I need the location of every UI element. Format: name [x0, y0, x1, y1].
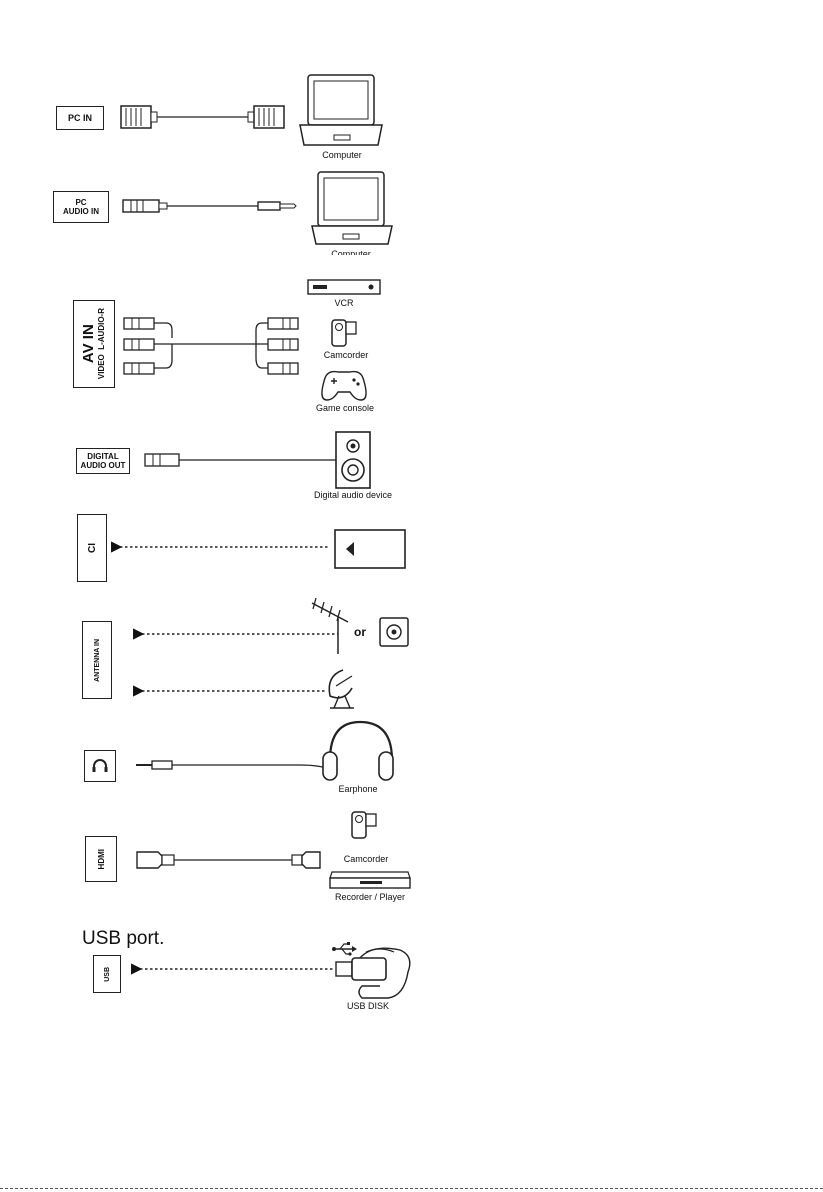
ci-card-icon	[335, 530, 405, 568]
vga-connector-icon	[248, 106, 284, 128]
camcorder-icon	[332, 320, 356, 346]
pc-audio-cable	[123, 200, 296, 212]
antenna-icon	[312, 598, 348, 654]
digital-audio-device-label: Digital audio device	[306, 490, 400, 500]
rca-plug-icon	[124, 363, 154, 374]
coax-socket-icon	[380, 618, 408, 646]
vcr-icon	[308, 280, 380, 294]
audio-jack-icon	[258, 202, 296, 210]
satellite-dish-icon	[329, 670, 354, 708]
earphone-cable	[136, 761, 330, 770]
usb-symbol-icon	[332, 942, 357, 956]
rca-plug-icon	[268, 318, 298, 329]
vcr-label: VCR	[324, 298, 364, 308]
laptop-icon	[312, 172, 392, 244]
camcorder-label-1: Camcorder	[316, 350, 376, 360]
rca-plug-icon	[124, 339, 154, 350]
rca-plug-icon	[268, 339, 298, 350]
vga-connector-icon	[121, 106, 157, 128]
usb-stick-icon	[336, 948, 410, 998]
vga-cable	[121, 106, 284, 128]
headphones-icon	[323, 722, 393, 780]
page-bottom-edge	[0, 1188, 823, 1189]
game-console-label: Game console	[308, 403, 382, 413]
hdmi-plug-icon	[137, 852, 174, 868]
camcorder-label-2: Camcorder	[340, 854, 392, 864]
rca-plug-icon	[145, 454, 179, 466]
digital-audio-cable	[145, 454, 340, 466]
hdmi-plug-icon	[292, 852, 320, 868]
rca-plug-icon	[268, 363, 298, 374]
computer-label-1: Computer	[310, 150, 374, 160]
recorder-player-label: Recorder / Player	[324, 892, 416, 902]
earphone-label: Earphone	[330, 784, 386, 794]
usb-disk-label: USB DISK	[340, 1001, 396, 1011]
laptop-icon	[300, 75, 382, 145]
computer-label-2: Computer	[318, 249, 384, 255]
speaker-icon	[336, 432, 370, 488]
rca-plug-icon	[124, 318, 154, 329]
camcorder-icon	[352, 812, 376, 838]
blu-ray-player-icon	[330, 872, 410, 888]
hdmi-cable	[137, 852, 320, 868]
gamepad-icon	[322, 372, 366, 400]
audio-jack-icon	[123, 200, 167, 212]
rca-cables	[124, 318, 298, 374]
or-label: or	[354, 625, 366, 639]
